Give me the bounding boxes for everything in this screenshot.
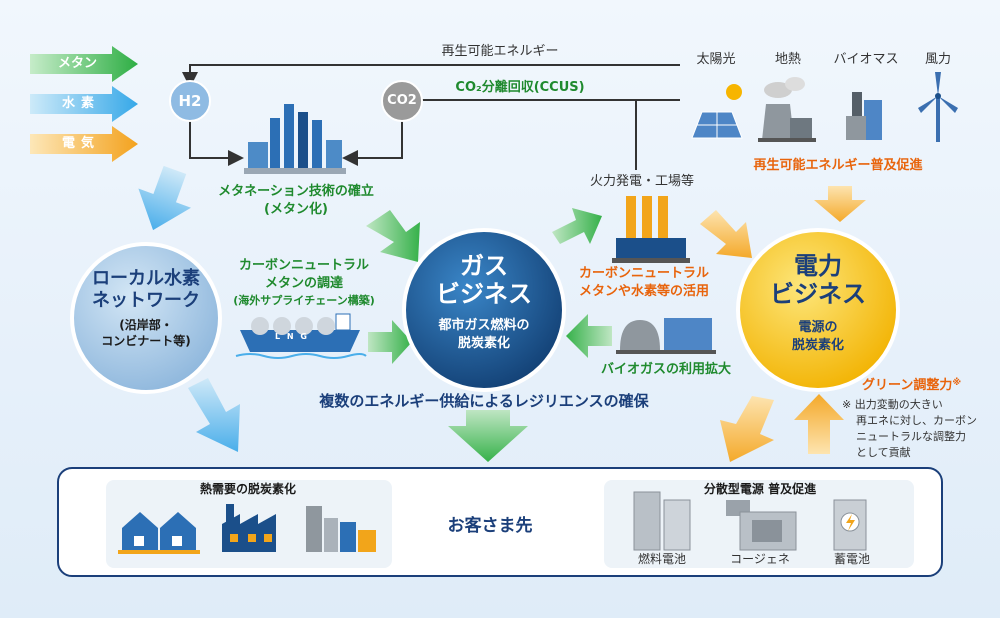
cogeneration-icon [726, 500, 797, 551]
cn-methane-label-2: メタンの調達 [264, 276, 344, 291]
power-business-sub-1: 電源の [798, 320, 838, 335]
co2-circle [381, 80, 423, 122]
green-adjust-note-1: ※ 出力変動の大きい [842, 398, 943, 411]
solar-label: 太陽光 [696, 52, 736, 67]
gas-business-sub-1: 都市ガス燃料の [438, 318, 530, 333]
local-hydrogen-title-1: ローカル水素 [92, 268, 200, 289]
factory-icon [222, 504, 276, 552]
ccus-flow-line [394, 80, 680, 170]
cn-use-label-1: カーボンニュートラル [578, 266, 710, 281]
co2-to-methanation-line [342, 118, 403, 166]
green-adjust-label: グリーン調整力※ [862, 378, 962, 393]
customers-label: お客さま先 [447, 516, 533, 536]
geothermal-icon [758, 77, 816, 142]
methanation-sub-label: (メタン化) [264, 202, 328, 217]
lng-label: L N G [275, 332, 309, 341]
renewable-flow-line [182, 64, 680, 88]
methanation-plant-icon [244, 104, 346, 174]
input-arrow-methane [30, 46, 138, 82]
arrow-inputs-to-local [138, 165, 191, 231]
buildings-icon [306, 506, 376, 552]
gas-business-title-1: ガス [460, 252, 508, 280]
power-business-title-2: ビジネス [770, 280, 866, 308]
geothermal-label: 地熱 [774, 52, 802, 67]
renewable-flow-label: 再生可能エネルギー [441, 44, 559, 59]
input-methane-label: メタン [58, 56, 98, 71]
arrow-lng-to-gas [368, 320, 412, 364]
gas-business-circle [402, 228, 566, 392]
arrow-biogas-to-gas [566, 314, 612, 358]
h2-circle [169, 80, 211, 122]
solar-icon [691, 84, 743, 139]
cn-methane-label-1: カーボンニュートラル [238, 258, 370, 273]
cn-use-label-2: メタンや水素等の活用 [578, 284, 710, 299]
battery-icon [833, 499, 867, 551]
thermal-label: 火力発電・工場等 [589, 174, 695, 189]
lng-ship-icon [235, 313, 367, 359]
h2-label: H2 [178, 92, 202, 110]
arrow-methanation-to-gas [366, 210, 420, 262]
input-hydrogen-label: 水素 [62, 96, 101, 111]
gas-business-sub-2: 脱炭素化 [457, 336, 511, 351]
co2-label: CO2 [387, 93, 417, 108]
arrow-gas-to-thermal [552, 208, 602, 244]
biogas-label: バイオガスの利用拡大 [600, 362, 732, 377]
wind-turbine-icon [918, 72, 958, 142]
cn-methane-label-3: (海外サプライチェーン構築) [233, 294, 375, 307]
battery-label: 蓄電池 [833, 552, 871, 566]
distributed-power-label: 分散型電源 普及促進 [703, 482, 817, 496]
resilience-label: 複数のエネルギー供給によるレジリエンスの確保 [319, 392, 649, 410]
local-hydrogen-sub-2: コンビナート等) [101, 334, 191, 348]
methanation-label: メタネーション技術の確立 [218, 184, 374, 199]
power-business-sub-2: 脱炭素化 [791, 338, 845, 353]
arrow-customers-to-power [794, 394, 844, 454]
fuel-cell-label: 燃料電池 [637, 552, 687, 566]
input-arrow-electricity [30, 126, 138, 162]
thermal-plant-icon [612, 196, 690, 263]
arrow-gas-to-customers [448, 410, 528, 462]
h2-to-methanation-line [189, 118, 244, 166]
biogas-tank-icon [616, 318, 716, 354]
arrow-local-to-customers [188, 378, 240, 452]
gas-business-title-2: ビジネス [436, 280, 532, 308]
ccus-label: CO₂分離回収(CCUS) [455, 80, 585, 95]
green-adjust-note-3: ニュートラルな調整力 [856, 430, 966, 443]
local-hydrogen-circle [70, 242, 222, 394]
renewable-promotion-label: 再生可能エネルギー普及促進 [753, 158, 923, 173]
fuel-cell-icon [633, 491, 691, 551]
biomass-icon [846, 92, 882, 140]
house-icon [118, 512, 200, 554]
green-adjust-note-4: として貢献 [856, 446, 911, 459]
input-arrow-hydrogen [30, 86, 138, 122]
arrow-renewables-to-power [814, 186, 866, 222]
heat-demand-label: 熱需要の脱炭素化 [199, 482, 297, 496]
cogene-label: コージェネ [730, 552, 790, 566]
wind-label: 風力 [924, 52, 952, 67]
arrow-thermal-to-power [700, 210, 752, 258]
local-hydrogen-sub-1: (沿岸部・ [119, 318, 173, 332]
green-adjust-note-2: 再エネに対し、カーボン [856, 414, 977, 427]
local-hydrogen-title-2: ネットワーク [92, 290, 200, 311]
power-business-circle [736, 228, 900, 392]
arrow-power-to-customers [720, 396, 774, 462]
biomass-label: バイオマス [833, 52, 899, 67]
input-electricity-label: 電気 [62, 136, 101, 151]
power-business-title-1: 電力 [794, 252, 842, 280]
